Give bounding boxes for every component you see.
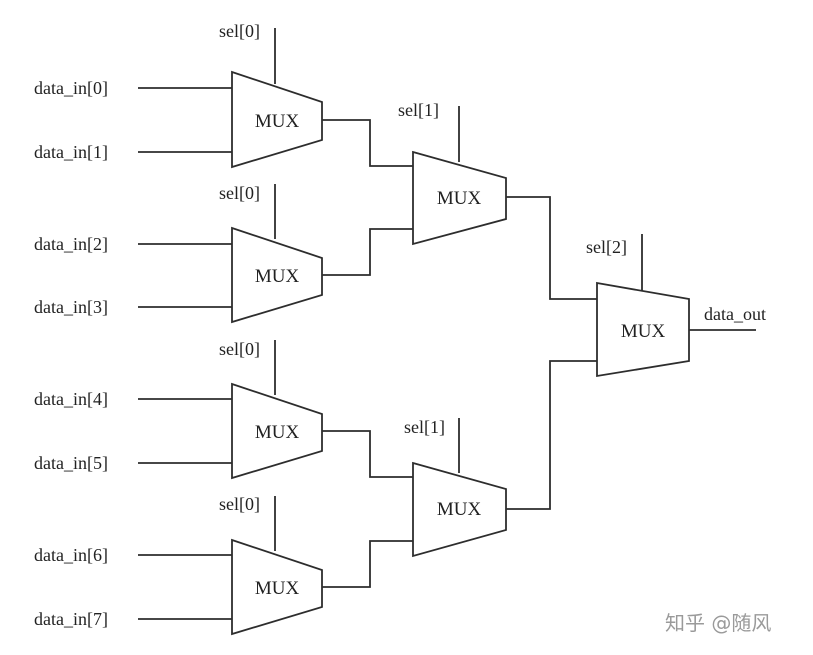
input-label-2: data_in[2] xyxy=(34,234,108,254)
select-label-mux1: sel[0] xyxy=(219,21,260,41)
input-label-1: data_in[1] xyxy=(34,142,108,162)
wire-mux6-to-mux7 xyxy=(506,360,597,510)
wire-mux4-to-mux6 xyxy=(322,540,413,588)
mux-block-4: MUX xyxy=(231,538,323,636)
mux-label: MUX xyxy=(437,188,482,209)
input-label-3: data_in[3] xyxy=(34,297,108,317)
input-label-5: data_in[5] xyxy=(34,453,108,473)
wires xyxy=(138,28,756,620)
mux-block-3: MUX xyxy=(231,382,323,480)
output-label: data_out xyxy=(704,304,766,324)
mux-label: MUX xyxy=(437,499,482,520)
wire-mux5-to-mux7 xyxy=(506,196,597,300)
watermark-text: 知乎 @随风 xyxy=(665,611,771,635)
mux-block-2: MUX xyxy=(231,226,323,324)
mux-label: MUX xyxy=(255,111,300,132)
input-label-4: data_in[4] xyxy=(34,389,108,409)
wire-mux2-to-mux5 xyxy=(322,228,413,276)
mux-block-5: MUX xyxy=(412,150,507,246)
mux-label: MUX xyxy=(621,321,666,342)
select-labels: sel[0] sel[0] sel[0] sel[0] sel[1] sel[1… xyxy=(219,21,627,514)
mux-label: MUX xyxy=(255,422,300,443)
wire-mux3-to-mux6 xyxy=(322,430,413,478)
mux-label: MUX xyxy=(255,266,300,287)
input-label-6: data_in[6] xyxy=(34,545,108,565)
select-label-mux5: sel[1] xyxy=(398,100,439,120)
input-label-0: data_in[0] xyxy=(34,78,108,98)
mux-block-1: MUX xyxy=(231,70,323,169)
mux-block-7: MUX xyxy=(596,281,690,378)
mux-label: MUX xyxy=(255,578,300,599)
input-label-7: data_in[7] xyxy=(34,609,108,629)
select-label-mux3: sel[0] xyxy=(219,339,260,359)
select-label-mux7: sel[2] xyxy=(586,237,627,257)
input-labels: data_in[0] data_in[1] data_in[2] data_in… xyxy=(34,78,108,629)
select-label-mux6: sel[1] xyxy=(404,417,445,437)
select-label-mux4: sel[0] xyxy=(219,494,260,514)
mux-block-6: MUX xyxy=(412,461,507,558)
select-label-mux2: sel[0] xyxy=(219,183,260,203)
wire-mux1-to-mux5 xyxy=(322,119,413,167)
